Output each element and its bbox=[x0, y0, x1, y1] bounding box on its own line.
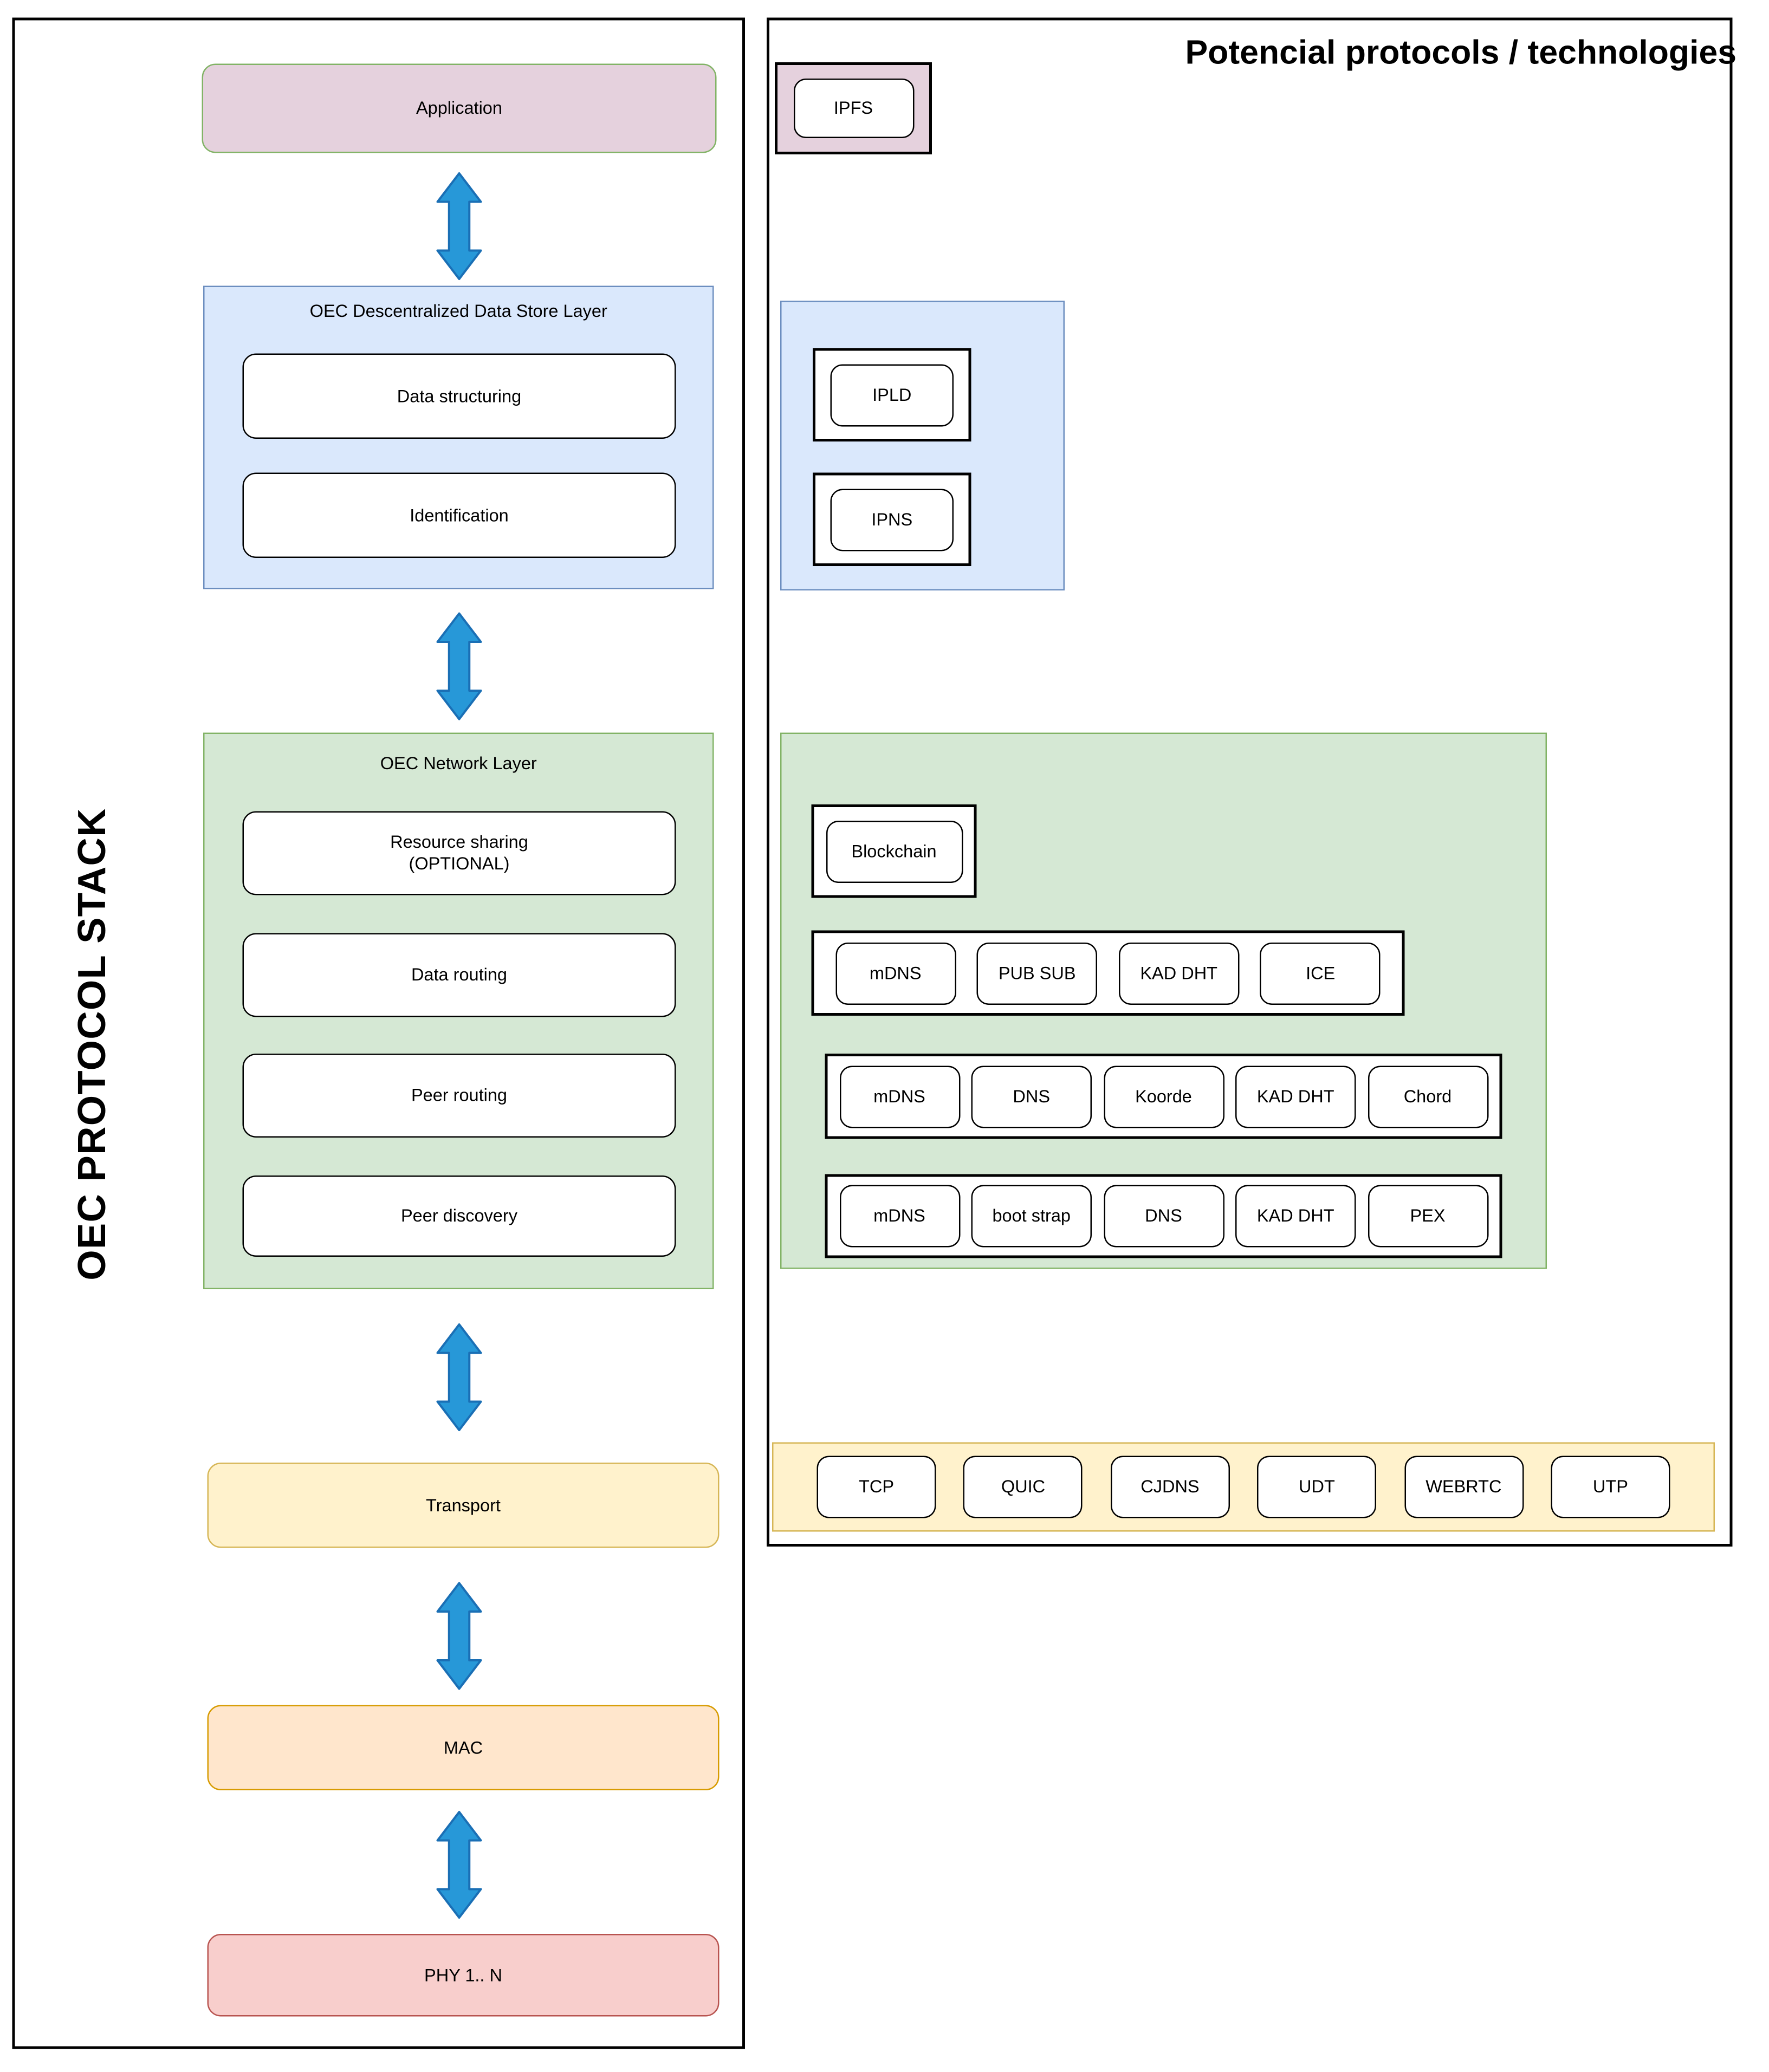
network-protocols-row-1: mDNS PUB SUB KAD DHT ICE bbox=[811, 930, 1405, 1016]
protocol-label: IPLD bbox=[872, 384, 912, 405]
data-store-item-data-structuring: Data structuring bbox=[242, 353, 676, 439]
network-item-resource-sharing: Resource sharing (OPTIONAL) bbox=[242, 811, 676, 895]
protocol-label: Chord bbox=[1403, 1085, 1452, 1106]
protocol-tcp: TCP bbox=[817, 1456, 936, 1518]
item-label: Resource sharing bbox=[390, 832, 528, 852]
protocol-webrtc: WEBRTC bbox=[1404, 1456, 1524, 1518]
protocol-label: KAD DHT bbox=[1256, 1205, 1334, 1226]
protocol-group-transport: TCP QUIC CJDNS UDT WEBRTC UTP bbox=[772, 1442, 1715, 1532]
protocol-ipld: IPLD bbox=[830, 363, 954, 426]
protocol-mdns: mDNS bbox=[839, 1065, 960, 1128]
protocol-label: KAD DHT bbox=[1140, 962, 1218, 983]
protocol-label: DNS bbox=[1145, 1205, 1182, 1226]
item-sublabel: (OPTIONAL) bbox=[409, 853, 510, 874]
up-down-arrow-icon bbox=[436, 1582, 482, 1690]
protocol-dns: DNS bbox=[971, 1065, 1092, 1128]
protocol-label: Koorde bbox=[1135, 1085, 1192, 1106]
protocol-kad-dht: KAD DHT bbox=[1235, 1185, 1356, 1248]
layer-network-label: OEC Network Layer bbox=[380, 753, 537, 774]
up-down-arrow-icon bbox=[436, 1323, 482, 1431]
item-label: Peer routing bbox=[411, 1084, 508, 1106]
connector-mac-phy bbox=[436, 1811, 482, 1926]
protocol-label: WEBRTC bbox=[1425, 1476, 1502, 1497]
protocol-label: DNS bbox=[1013, 1085, 1051, 1106]
data-store-item-identification: Identification bbox=[242, 472, 676, 558]
layer-application-label: Application bbox=[416, 98, 502, 118]
protocol-label: UTP bbox=[1592, 1476, 1628, 1497]
layer-phy: PHY 1.. N bbox=[207, 1934, 720, 2017]
network-protocols-row-3: mDNS boot strap DNS KAD DHT PEX bbox=[825, 1174, 1502, 1258]
item-label: Data routing bbox=[411, 964, 508, 985]
protocol-label: boot strap bbox=[992, 1205, 1071, 1226]
protocol-kad-dht: KAD DHT bbox=[1235, 1065, 1356, 1128]
protocol-label: PEX bbox=[1410, 1205, 1446, 1226]
protocol-label: UDT bbox=[1299, 1476, 1335, 1497]
protocol-kad-dht: KAD DHT bbox=[1118, 941, 1239, 1004]
item-label: Peer discovery bbox=[401, 1205, 517, 1226]
protocol-ipld-outer: IPLD bbox=[813, 348, 971, 441]
connector-app-datastore bbox=[436, 172, 482, 288]
up-down-arrow-icon bbox=[436, 172, 482, 280]
protocol-label: Blockchain bbox=[851, 840, 937, 861]
layer-mac: MAC bbox=[207, 1705, 720, 1790]
up-down-arrow-icon bbox=[436, 1811, 482, 1919]
protocol-label: ICE bbox=[1306, 962, 1336, 983]
left-stack-vertical-title: OEC PROTOCOL STACK bbox=[71, 808, 115, 1281]
protocol-pex: PEX bbox=[1367, 1185, 1488, 1248]
protocol-label: TCP bbox=[859, 1476, 894, 1497]
layer-phy-label: PHY 1.. N bbox=[424, 1964, 502, 1985]
protocol-udt: UDT bbox=[1257, 1456, 1377, 1518]
protocol-label: CJDNS bbox=[1141, 1476, 1200, 1497]
protocol-label: IPNS bbox=[871, 508, 913, 529]
protocol-ipns: IPNS bbox=[830, 488, 954, 551]
protocol-label: PUB SUB bbox=[998, 962, 1076, 983]
layer-data-store-label: OEC Descentralized Data Store Layer bbox=[309, 301, 607, 321]
protocol-blockchain-outer: Blockchain bbox=[811, 804, 977, 898]
protocol-mdns: mDNS bbox=[839, 1185, 960, 1248]
connector-transport-mac bbox=[436, 1582, 482, 1697]
protocol-group-application: IPFS bbox=[775, 62, 932, 154]
layer-transport: Transport bbox=[207, 1463, 720, 1548]
protocol-ipns-outer: IPNS bbox=[813, 472, 971, 566]
layer-mac-label: MAC bbox=[443, 1737, 483, 1757]
layer-transport-label: Transport bbox=[426, 1494, 501, 1515]
protocol-chord: Chord bbox=[1367, 1065, 1488, 1128]
layer-application: Application bbox=[202, 63, 717, 153]
right-panel-title: Potencial protocols / technologies bbox=[1185, 34, 1736, 72]
protocol-label: mDNS bbox=[873, 1085, 925, 1106]
protocol-ice: ICE bbox=[1260, 941, 1381, 1004]
network-item-peer-routing: Peer routing bbox=[242, 1054, 676, 1138]
protocol-label: mDNS bbox=[869, 962, 922, 983]
layer-data-store: OEC Descentralized Data Store Layer Data… bbox=[203, 285, 714, 589]
protocol-blockchain: Blockchain bbox=[825, 820, 963, 882]
up-down-arrow-icon bbox=[436, 612, 482, 720]
protocol-mdns: mDNS bbox=[835, 941, 956, 1004]
protocol-label: IPFS bbox=[833, 98, 873, 118]
network-protocols-row-2: mDNS DNS Koorde KAD DHT Chord bbox=[825, 1054, 1502, 1139]
protocol-utp: UTP bbox=[1551, 1456, 1670, 1518]
network-item-data-routing: Data routing bbox=[242, 933, 676, 1017]
protocol-label: mDNS bbox=[873, 1205, 925, 1226]
layer-network: OEC Network Layer Resource sharing (OPTI… bbox=[203, 732, 714, 1289]
protocol-boot-strap: boot strap bbox=[971, 1185, 1092, 1248]
connector-network-transport bbox=[436, 1323, 482, 1439]
protocol-label: KAD DHT bbox=[1256, 1085, 1334, 1106]
item-label: Data structuring bbox=[397, 385, 522, 406]
protocol-dns: DNS bbox=[1103, 1185, 1224, 1248]
protocol-label: QUIC bbox=[1001, 1476, 1046, 1497]
connector-datastore-network bbox=[436, 612, 482, 728]
network-item-peer-discovery: Peer discovery bbox=[242, 1175, 676, 1257]
protocol-cjdns: CJDNS bbox=[1110, 1456, 1230, 1518]
item-label: Identification bbox=[410, 504, 509, 525]
protocol-ipfs: IPFS bbox=[793, 79, 914, 138]
protocol-koorde: Koorde bbox=[1103, 1065, 1224, 1128]
protocol-quic: QUIC bbox=[963, 1456, 1083, 1518]
protocol-pub-sub: PUB SUB bbox=[976, 941, 1098, 1004]
